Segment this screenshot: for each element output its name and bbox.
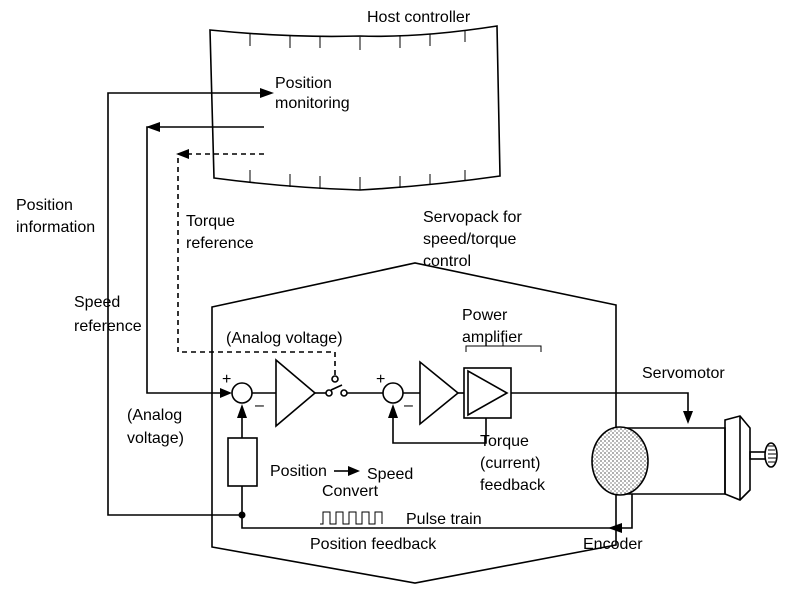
torque-feedback-label-3: feedback [480, 477, 546, 494]
convert-arrow [334, 466, 360, 476]
analog-voltage-left-label-1: (Analog [127, 407, 182, 424]
encoder-label: Encoder [583, 536, 643, 553]
minus-sign-1: – [255, 397, 264, 414]
position-monitoring-label-1: Position [275, 75, 332, 92]
servomotor-label: Servomotor [642, 365, 725, 382]
servopack-label-1: Servopack for [423, 209, 522, 226]
pulse-train-waveform [320, 511, 383, 525]
host-controller-box [209, 25, 501, 191]
torque-reference-label-2: reference [186, 235, 254, 252]
servopack-label-2: speed/torque [423, 231, 517, 248]
encoder-feedback-line [241, 470, 633, 533]
motor-drive-line [511, 392, 693, 424]
speed-reference-label-2: reference [74, 318, 142, 335]
converter-block [227, 404, 258, 515]
servomotor [591, 415, 778, 501]
position-information-label-2: information [16, 219, 95, 236]
speed-amplifier-triangle [275, 358, 317, 428]
position-monitoring-label-2: monitoring [275, 95, 350, 112]
host-controller-label: Host controller [367, 9, 471, 26]
position-information-line [107, 88, 274, 516]
torque-amplifier-triangle [419, 360, 460, 426]
position-feedback-label: Position feedback [310, 536, 437, 553]
power-amplifier-label-1: Power [462, 307, 508, 324]
servopack-box [211, 262, 617, 584]
analog-voltage-top-label: (Analog voltage) [226, 330, 343, 347]
torque-feedback-label-2: (current) [480, 455, 540, 472]
torque-feedback-label-1: Torque [480, 433, 529, 450]
power-amplifier-label-2: amplifier [462, 329, 523, 346]
pulse-train-label: Pulse train [406, 511, 482, 528]
mode-switch [315, 375, 383, 397]
convert-speed-label: Speed [367, 466, 413, 483]
analog-voltage-left-label-2: voltage) [127, 430, 184, 447]
speed-reference-line [146, 122, 264, 398]
torque-reference-label-1: Torque [186, 213, 235, 230]
plus-sign-2: + [376, 371, 385, 388]
servopack-label-3: control [423, 253, 471, 270]
torque-reference-line [176, 149, 336, 376]
position-information-label-1: Position [16, 197, 73, 214]
plus-sign-1: + [222, 371, 231, 388]
power-amplifier-block [463, 340, 542, 419]
minus-sign-2: – [404, 397, 413, 414]
torque-feedback-line [388, 404, 487, 444]
speed-reference-label-1: Speed [74, 294, 120, 311]
convert-label: Convert [322, 483, 379, 500]
convert-position-label: Position [270, 463, 327, 480]
